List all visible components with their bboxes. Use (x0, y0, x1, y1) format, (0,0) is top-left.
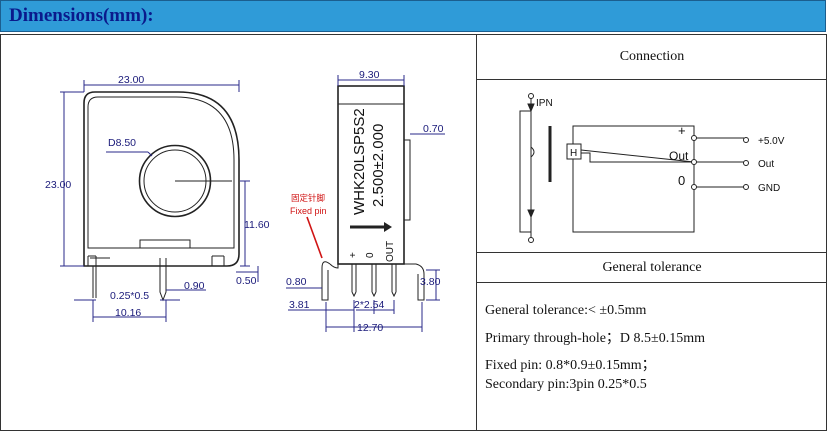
output-label: Out (758, 159, 774, 170)
side-dimension-lines (286, 75, 445, 332)
connection-title-divider (476, 79, 827, 80)
content-frame (0, 34, 827, 431)
tolerance-title-divider (476, 282, 827, 283)
pin-length-label: 3.80 (420, 276, 441, 288)
tolerance-line-1: General tolerance:< ±0.5mm (485, 303, 647, 318)
supply-voltage-label: +5.0V (758, 136, 785, 147)
pin-plus-marking: + (348, 252, 359, 258)
front-view-base (87, 239, 225, 266)
side-width-label: 9.30 (359, 69, 380, 81)
section-header: Dimensions(mm): (0, 0, 826, 32)
terminal-zero-label: 0 (678, 173, 685, 188)
front-view-body (83, 91, 240, 267)
front-width-label: 23.00 (118, 74, 144, 86)
model-number: WHK20LSP5S2 (351, 108, 368, 215)
direction-arrow-icon (384, 222, 392, 232)
pin-gap-label: 0.25*0.5 (110, 290, 149, 302)
ground-label: GND (758, 183, 780, 194)
tolerance-top-divider (476, 252, 827, 253)
column-divider (476, 34, 477, 431)
pin-left-label: 3.81 (289, 299, 310, 311)
fixed-pin-label-en: Fixed pin (290, 206, 327, 216)
connection-title: Connection (619, 49, 685, 64)
hall-sensor-label: H (570, 148, 577, 159)
terminal-plus-label: + (678, 123, 686, 138)
bottom-offset-label: 0.50 (236, 275, 257, 287)
pin-width-label: 0.90 (184, 280, 205, 292)
front-dimension-lines (60, 80, 259, 322)
total-width-label: 12.70 (357, 322, 383, 334)
fixed-pin-pointer (306, 216, 323, 259)
fixed-pin-label-cn: 固定针脚 (291, 193, 325, 204)
tolerance-title: General tolerance (602, 260, 702, 275)
terminal-out-label: Out (669, 149, 689, 163)
pin-zero-marking: 0 (365, 252, 376, 258)
center-height-label: 11.60 (244, 219, 270, 231)
conversion-ratio: 2.500±2.000 (370, 124, 387, 207)
hole-diameter-label: D8.50 (108, 137, 136, 149)
ipn-label: IPN (536, 98, 553, 109)
tolerance-line-2: Primary through-hole；D 8.5±0.15mm (485, 331, 705, 346)
tolerance-line-4: Secondary pin:3pin 0.25*0.5 (485, 377, 647, 392)
tolerance-line-3: Fixed pin: 0.8*0.9±0.15mm； (485, 358, 656, 373)
side-view-body (321, 85, 425, 301)
pin-span-label: 10.16 (115, 307, 141, 319)
pin-offset-label: 0.80 (286, 276, 307, 288)
pin-pitch-label: 2*2.54 (354, 299, 385, 311)
connection-diagram (519, 93, 749, 243)
thickness-label: 0.70 (423, 123, 444, 135)
pin-out-marking: OUT (385, 241, 396, 262)
section-title: Dimensions(mm): (9, 5, 154, 26)
front-height-label: 23.00 (45, 179, 71, 191)
